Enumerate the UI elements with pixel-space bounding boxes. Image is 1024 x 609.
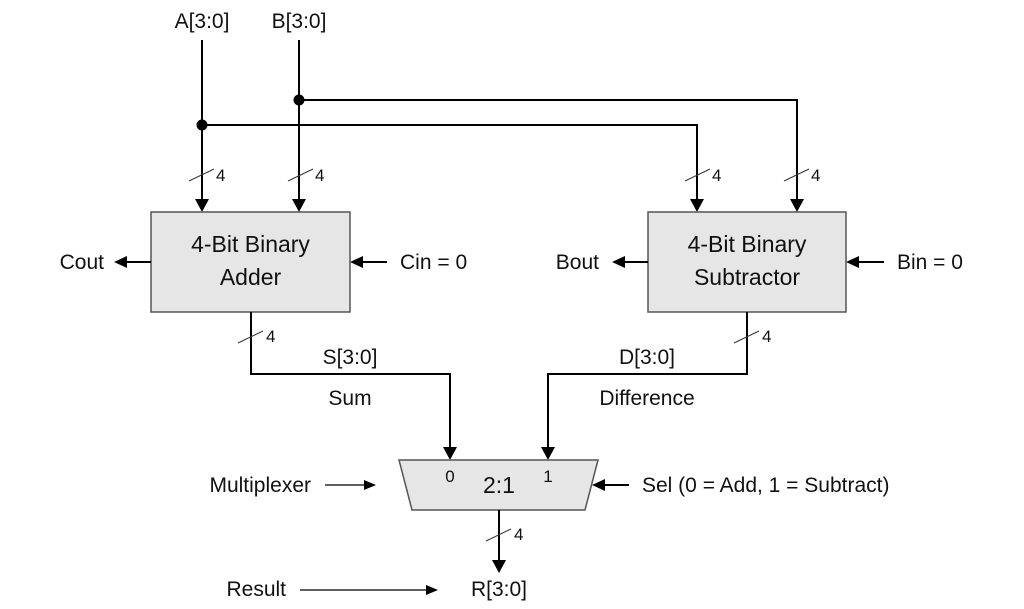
svg-text:4: 4 xyxy=(514,525,523,544)
arrowhead-sum xyxy=(443,447,457,460)
adder-title-line2: Adder xyxy=(220,264,282,290)
cout-label: Cout xyxy=(60,251,105,274)
multiplexer-label: Multiplexer xyxy=(209,474,311,497)
wire-sum xyxy=(250,312,451,448)
bin-label: Bin = 0 xyxy=(897,251,963,274)
bus-width-marker-sum: 4 xyxy=(237,327,275,346)
junction-dot-b xyxy=(293,94,305,106)
junction-dot-a xyxy=(196,119,208,131)
bus-width-marker-b-subtractor: 4 xyxy=(783,166,820,185)
bus-width-marker-b-adder: 4 xyxy=(287,166,324,185)
bus-width-marker-result: 4 xyxy=(485,525,523,544)
multiplexer-block: 0 2:1 1 xyxy=(398,459,599,511)
input-a-label: A[3:0] xyxy=(175,10,230,33)
sum-label: Sum xyxy=(328,387,371,410)
result-label: Result xyxy=(226,578,286,601)
svg-text:4: 4 xyxy=(762,327,771,346)
svg-text:4: 4 xyxy=(266,327,275,346)
arrowhead-cin xyxy=(350,256,363,268)
subtractor-title-line1: 4-Bit Binary xyxy=(688,231,807,257)
arrowhead-difference xyxy=(541,447,555,460)
result-signal-label: R[3:0] xyxy=(471,578,527,601)
bout-label: Bout xyxy=(556,251,599,274)
svg-text:4: 4 xyxy=(712,166,721,185)
adder-block: 4-Bit Binary Adder xyxy=(150,211,351,313)
svg-text:4: 4 xyxy=(811,166,820,185)
wire-a-to-subtractor xyxy=(202,124,698,200)
difference-signal-label: D[3:0] xyxy=(619,346,675,369)
arrowhead-b-subtractor xyxy=(790,199,804,212)
result-pointer-arrowhead xyxy=(426,585,438,595)
difference-label: Difference xyxy=(599,387,694,410)
multiplexer-pointer-arrowhead xyxy=(364,480,376,490)
mux-input-1-label: 1 xyxy=(543,467,552,486)
mux-input-0-label: 0 xyxy=(445,467,454,486)
wire-difference xyxy=(547,312,748,448)
wire-b-to-subtractor xyxy=(299,99,798,200)
bus-width-marker-difference: 4 xyxy=(733,327,771,346)
subtractor-title-line2: Subtractor xyxy=(694,264,800,290)
mux-label: 2:1 xyxy=(483,472,515,498)
arrowhead-result xyxy=(492,560,506,573)
sum-signal-label: S[3:0] xyxy=(323,346,378,369)
arrowhead-b-adder xyxy=(292,199,306,212)
arrowhead-sel xyxy=(592,479,605,491)
bus-width-marker-a-adder: 4 xyxy=(188,166,225,185)
adder-title-line1: 4-Bit Binary xyxy=(191,231,310,257)
arrowhead-a-adder xyxy=(195,199,209,212)
arrowhead-bin xyxy=(846,256,859,268)
svg-text:4: 4 xyxy=(216,166,225,185)
sel-label: Sel (0 = Add, 1 = Subtract) xyxy=(642,474,889,497)
bus-width-marker-a-subtractor: 4 xyxy=(684,166,721,185)
arrowhead-bout xyxy=(612,256,625,268)
input-b-label: B[3:0] xyxy=(272,10,327,33)
svg-text:4: 4 xyxy=(315,166,324,185)
arrowhead-a-subtractor xyxy=(690,199,704,212)
arrowhead-cout xyxy=(114,256,127,268)
cin-label: Cin = 0 xyxy=(400,251,467,274)
subtractor-block: 4-Bit Binary Subtractor xyxy=(647,211,847,313)
